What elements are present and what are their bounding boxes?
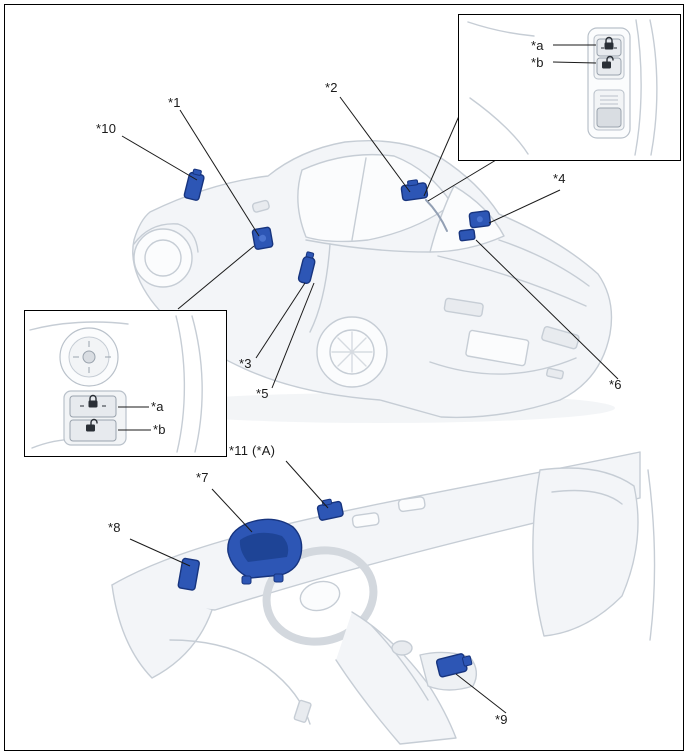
inset-top-right-label-a: *a xyxy=(531,38,544,53)
inset-top-right-label-b: *b xyxy=(531,55,544,70)
callout-5: *5 xyxy=(256,386,269,401)
window-switch-ridges xyxy=(600,95,618,105)
callout-2: *2 xyxy=(325,80,338,95)
inset-left-label-b: *b xyxy=(153,422,166,437)
mirror-switch-knob xyxy=(82,350,96,364)
inset-top-right-border xyxy=(458,14,681,161)
callout-10: *10 xyxy=(96,121,117,136)
callout-3: *3 xyxy=(239,356,252,371)
inset-left-leaders xyxy=(118,406,151,431)
component-3-5-highlight xyxy=(297,251,316,284)
inset-top-right-leaders xyxy=(552,44,597,64)
window-switch-knob xyxy=(596,107,622,128)
component-11-highlight xyxy=(316,498,344,521)
inset-left-label-a: *a xyxy=(151,399,164,414)
component-9-highlight xyxy=(435,653,473,678)
callout-1: *1 xyxy=(168,95,181,110)
component-7-highlight xyxy=(227,518,303,585)
door-trim-art xyxy=(467,19,658,156)
callout-8: *8 xyxy=(108,520,121,535)
vehicle-exterior-art xyxy=(132,140,615,423)
callout-6: *6 xyxy=(609,377,622,392)
lock-closed-icon xyxy=(80,394,106,409)
mirror-switch-marks xyxy=(73,341,111,373)
component-2-highlight xyxy=(400,179,429,202)
component-4-highlight xyxy=(468,210,492,229)
component-8-highlight xyxy=(177,557,200,591)
inset-left xyxy=(24,310,227,457)
leader-lines xyxy=(121,96,619,714)
inset-top-right xyxy=(458,14,681,161)
component-10-highlight xyxy=(183,168,205,201)
callout-9: *9 xyxy=(495,712,508,727)
callout-7: *7 xyxy=(196,470,209,485)
component-6-highlight xyxy=(458,228,476,242)
callout-11: *11 (*A) xyxy=(229,443,276,458)
lock-closed-icon xyxy=(601,36,617,51)
callout-4: *4 xyxy=(553,171,566,186)
